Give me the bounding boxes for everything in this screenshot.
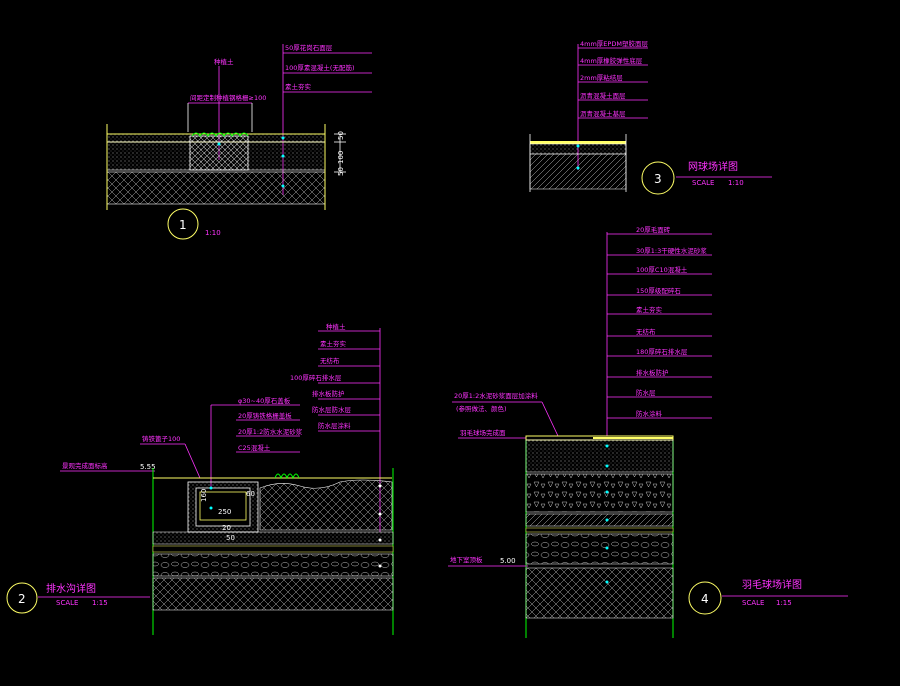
detail2-left-label: 铸铁篦子100 [142, 434, 180, 443]
detail4-label-10: 防水涂料 [636, 409, 663, 418]
detail2-side-label: 景观完成面标高 [62, 461, 108, 470]
detail3-number-circle [641, 161, 675, 195]
detail4-gravel-layer [525, 473, 674, 513]
detail3-scale: 1:10 [728, 179, 744, 187]
detail2-label-2: 素土夯实 [320, 339, 347, 348]
detail4-scale: 1:15 [776, 599, 792, 607]
detail2-mid-label-2: 20厚铸铁格栅盖板 [238, 411, 292, 420]
detail3-number: 3 [654, 172, 662, 186]
detail1-scale: 1:10 [205, 229, 221, 237]
detail4-label-6: 无纺布 [636, 327, 656, 336]
detail2-label-4: 100厚碎石排水层 [290, 373, 342, 382]
detail1-grass [191, 132, 249, 137]
detail2-label-5: 排水板防护 [312, 389, 345, 398]
detail4-left-label-2: (参照做法、颜色) [456, 404, 507, 413]
detail4-roof-slab [525, 567, 674, 619]
detail3-label-4: 沥青混凝土面层 [580, 91, 626, 100]
detail4-label-2: 30厚1:3干硬性水泥砂浆 [636, 246, 707, 255]
detail-2: 种植土 素土夯实 无纺布 100厚碎石排水层 排水板防护 防水层防水层 防水层涂… [6, 322, 394, 635]
detail4-elevation: 5.00 [500, 557, 516, 565]
detail4-left-label-1: 20厚1:2水泥砂浆面层加涂料 [454, 391, 538, 400]
detail2-label-6: 防水层防水层 [312, 405, 352, 414]
detail2-gravel-layer [152, 531, 394, 545]
detail4-left-label-3: 羽毛球场完成面 [460, 428, 506, 437]
detail2-channel-inner [199, 491, 247, 521]
detail2-dim-20: 20 [222, 524, 231, 532]
detail2-label-1: 种植土 [326, 322, 346, 331]
detail2-elevation: 5.55 [140, 463, 156, 471]
detail-4: 20厚毛面砖 30厚1:3干硬性水泥砂浆 100厚C10混凝土 150厚级配碎石… [448, 225, 848, 638]
detail3-label-5: 沥青混凝土基层 [580, 109, 626, 118]
detail3-label-1: 4mm厚EPDM塑胶面层 [580, 39, 648, 48]
detail1-grating-box [189, 135, 249, 171]
detail4-title: 羽毛球场详图 [742, 578, 802, 591]
detail1-dim-1: 50 [337, 131, 345, 140]
detail3-label-2: 4mm厚橡胶弹性底层 [580, 56, 643, 65]
detail2-stone-layer [152, 553, 394, 577]
detail2-title: 排水沟详图 [46, 582, 96, 595]
detail4-number-circle [688, 581, 722, 615]
detail2-label-3: 无纺布 [320, 356, 340, 365]
detail4-drainage-layer [525, 533, 674, 565]
detail1-number: 1 [179, 218, 187, 232]
detail2-mid-label-3: 20厚1:2防水水泥砂浆 [238, 427, 303, 436]
detail3-title: 网球场详图 [688, 160, 738, 173]
detail2-right-labels: 种植土 素土夯实 无纺布 100厚碎石排水层 排水板防护 防水层防水层 防水层涂… [290, 322, 380, 432]
detail4-number: 4 [701, 592, 709, 606]
detail1-top-label: 种植土 [214, 57, 234, 66]
detail4-right-labels: 20厚毛面砖 30厚1:3干硬性水泥砂浆 100厚C10混凝土 150厚级配碎石… [607, 225, 712, 419]
detail4-label-1: 20厚毛面砖 [636, 225, 671, 234]
detail2-number: 2 [18, 592, 26, 606]
detail2-mid-label-4: C25混凝土 [238, 443, 271, 452]
detail4-label-8: 排水板防护 [636, 368, 669, 377]
detail-1: 50厚花岗石面层 100厚素混凝土(无配筋) 素土夯实 种植土 间距定制种植钢格… [106, 43, 372, 240]
detail2-scale: 1:15 [92, 599, 108, 607]
detail2-base-layer [152, 577, 394, 611]
detail4-label-7: 180厚碎石排水层 [636, 347, 688, 356]
detail-3: 4mm厚EPDM塑胶面层 4mm厚橡胶弹性底层 2mm厚粘结层 沥青混凝土面层 … [529, 39, 772, 195]
detail4-bottom-label: 地下室顶板 [450, 555, 483, 564]
detail2-number-circle [6, 582, 38, 614]
detail1-left-label: 间距定制种植钢格栅≥100 [190, 93, 266, 102]
detail2-dim-250: 250 [218, 508, 231, 516]
detail1-label-1: 50厚花岗石面层 [285, 43, 333, 52]
detail3-scale-label: SCALE [692, 179, 714, 187]
detail2-label-7: 防水层涂料 [318, 421, 351, 430]
detail2-planting-soil [259, 479, 393, 531]
detail4-label-4: 150厚级配碎石 [636, 286, 681, 295]
detail4-concrete-layer [525, 439, 674, 473]
detail1-dim-3: 50 [337, 167, 345, 176]
detail3-surface-layer [530, 141, 626, 144]
detail1-number-circle [167, 208, 199, 240]
detail2-grass [274, 473, 300, 480]
detail2-mid-label-1: φ30~40厚石盖板 [238, 396, 291, 405]
detail4-label-5: 素土夯实 [636, 305, 663, 314]
detail4-label-3: 100厚C10混凝土 [636, 265, 688, 274]
detail3-asphalt-base [529, 153, 627, 190]
detail4-label-9: 防水层 [636, 388, 656, 397]
detail2-scale-label: SCALE [56, 599, 78, 607]
detail1-label-2: 100厚素混凝土(无配筋) [285, 63, 354, 72]
detail1-label-3: 素土夯实 [285, 82, 312, 91]
detail1-soil-layer [106, 171, 326, 205]
detail1-dim-2: 100 [337, 151, 345, 164]
detail3-label-3: 2mm厚粘结层 [580, 73, 623, 82]
detail4-scale-label: SCALE [742, 599, 764, 607]
detail2-dim-160: 160 [200, 489, 208, 502]
detail2-dim-60: 60 [246, 490, 255, 498]
